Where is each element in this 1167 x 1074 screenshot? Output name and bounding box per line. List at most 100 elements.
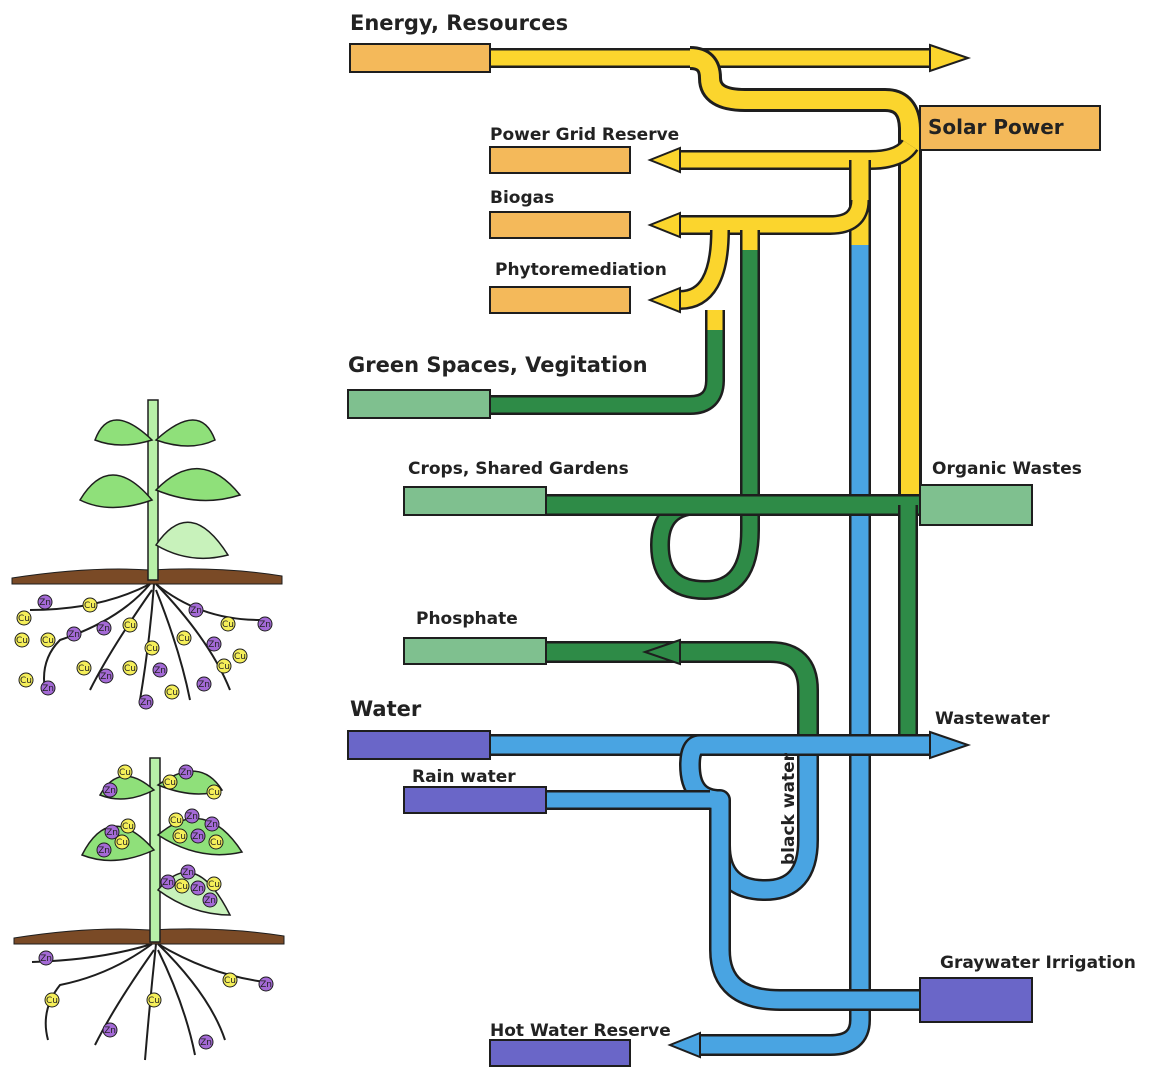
phosphate-box	[403, 637, 547, 665]
svg-text:Cu: Cu	[124, 664, 136, 674]
organic-wastes-label: Organic Wastes	[932, 459, 1082, 479]
green-spaces-pipe	[488, 310, 725, 415]
svg-text:Zn: Zn	[104, 786, 116, 796]
leaf	[78, 474, 154, 509]
metal-ions-leaves: Cu Zn Zn Cu Cu Zn Cu Cu Zn Cu Zn Zn Cu Z…	[96, 764, 224, 908]
svg-text:Zn: Zn	[198, 680, 210, 690]
svg-text:Zn: Zn	[162, 878, 174, 888]
plant-after-illustration: Cu Zn Zn Cu Cu Zn Cu Cu Zn Cu Zn Zn Cu Z…	[13, 757, 285, 1061]
phosphate-label: Phosphate	[416, 609, 518, 629]
svg-text:Cu: Cu	[208, 788, 220, 798]
svg-text:Zn: Zn	[208, 640, 220, 650]
svg-text:Cu: Cu	[234, 652, 246, 662]
svg-text:Zn: Zn	[154, 666, 166, 676]
graywater-irrigation-label: Graywater Irrigation	[940, 953, 1136, 973]
biogas-pipe	[647, 199, 870, 239]
black-water-label: black water	[779, 752, 799, 865]
wastewater-label: Wastewater	[935, 709, 1050, 729]
svg-text:Cu: Cu	[116, 838, 128, 848]
svg-text:Cu: Cu	[119, 768, 131, 778]
hot-water-reserve-box	[489, 1039, 631, 1067]
soil-strip	[13, 928, 285, 945]
energy-output-arrow	[929, 43, 972, 73]
svg-text:Cu: Cu	[78, 664, 90, 674]
power-grid-pipe	[647, 138, 919, 174]
svg-text:Cu: Cu	[84, 601, 96, 611]
black-water-pipe	[545, 638, 819, 901]
graywater-irrigation-box	[919, 977, 1033, 1023]
water-label: Water	[350, 697, 422, 721]
green-spaces-box	[347, 389, 491, 419]
biogas-box	[489, 211, 631, 239]
svg-text:Zn: Zn	[190, 606, 202, 616]
svg-text:Cu: Cu	[148, 996, 160, 1006]
crops-box	[403, 486, 547, 516]
svg-text:Zn: Zn	[106, 828, 118, 838]
svg-text:Zn: Zn	[204, 896, 216, 906]
svg-text:Zn: Zn	[68, 630, 80, 640]
plant-before-illustration: Zn Cu Cu Cu Zn Cu Zn Cu Cu Cu Zn Cu Zn C…	[11, 399, 283, 710]
leaf	[154, 419, 216, 447]
svg-text:Zn: Zn	[192, 884, 204, 894]
biogas-label: Biogas	[490, 188, 554, 208]
svg-text:Zn: Zn	[192, 832, 204, 842]
hot-water-arrow	[667, 1031, 701, 1059]
metal-ions-soil: Zn Cu Cu Cu Zn Cu Zn Cu Cu Cu Zn Cu Zn C…	[14, 594, 273, 710]
solar-loop-pipe	[689, 46, 922, 500]
svg-text:Cu: Cu	[166, 688, 178, 698]
leaf	[154, 467, 242, 502]
svg-text:Cu: Cu	[210, 838, 222, 848]
svg-text:Cu: Cu	[20, 676, 32, 686]
svg-text:Cu: Cu	[224, 976, 236, 986]
power-grid-reserve-box	[489, 146, 631, 174]
svg-text:Zn: Zn	[98, 624, 110, 634]
svg-text:Zn: Zn	[140, 698, 152, 708]
phytoremediation-pipe	[647, 229, 730, 314]
crops-loop-pipe	[650, 230, 760, 600]
svg-text:Cu: Cu	[208, 880, 220, 890]
svg-text:Zn: Zn	[180, 768, 192, 778]
svg-text:Cu: Cu	[46, 996, 58, 1006]
energy-pipe-main	[488, 43, 972, 73]
svg-text:Cu: Cu	[170, 816, 182, 826]
hot-water-reserve-label: Hot Water Reserve	[490, 1021, 671, 1041]
svg-text:Cu: Cu	[16, 636, 28, 646]
root-system	[29, 583, 261, 701]
svg-text:Zn: Zn	[206, 820, 218, 830]
metal-ions-soil: Zn Cu Cu Cu Zn Zn Zn	[38, 950, 274, 1050]
svg-text:Cu: Cu	[218, 662, 230, 672]
svg-text:Cu: Cu	[164, 778, 176, 788]
solar-power-label: Solar Power	[928, 115, 1064, 139]
phytoremediation-label: Phytoremediation	[495, 260, 667, 280]
svg-text:Zn: Zn	[182, 868, 194, 878]
soil-strip	[11, 568, 283, 585]
svg-text:Zn: Zn	[40, 954, 52, 964]
organic-wastes-box	[919, 484, 1033, 526]
svg-text:Zn: Zn	[98, 846, 110, 856]
svg-text:Cu: Cu	[42, 636, 54, 646]
green-spaces-label: Green Spaces, Vegitation	[348, 353, 648, 377]
svg-text:Cu: Cu	[146, 644, 158, 654]
leaf	[154, 521, 230, 560]
phosphate-arrow	[641, 638, 681, 666]
svg-text:Cu: Cu	[124, 621, 136, 631]
svg-text:Zn: Zn	[104, 1026, 116, 1036]
svg-text:Zn: Zn	[42, 684, 54, 694]
phytoremediation-box	[489, 286, 631, 314]
energy-resources-label: Energy, Resources	[350, 11, 568, 35]
rain-water-label: Rain water	[412, 767, 516, 787]
svg-text:Cu: Cu	[18, 614, 30, 624]
energy-resources-box	[349, 43, 491, 73]
root-system	[31, 943, 266, 1061]
water-main-pipe	[488, 730, 972, 760]
svg-text:Zn: Zn	[260, 980, 272, 990]
svg-text:Zn: Zn	[39, 598, 51, 608]
svg-text:Cu: Cu	[178, 634, 190, 644]
svg-text:Cu: Cu	[176, 882, 188, 892]
svg-text:Zn: Zn	[200, 1038, 212, 1048]
rain-water-box	[403, 786, 547, 814]
water-box	[347, 730, 491, 760]
leaf	[94, 419, 154, 446]
svg-text:Zn: Zn	[186, 812, 198, 822]
